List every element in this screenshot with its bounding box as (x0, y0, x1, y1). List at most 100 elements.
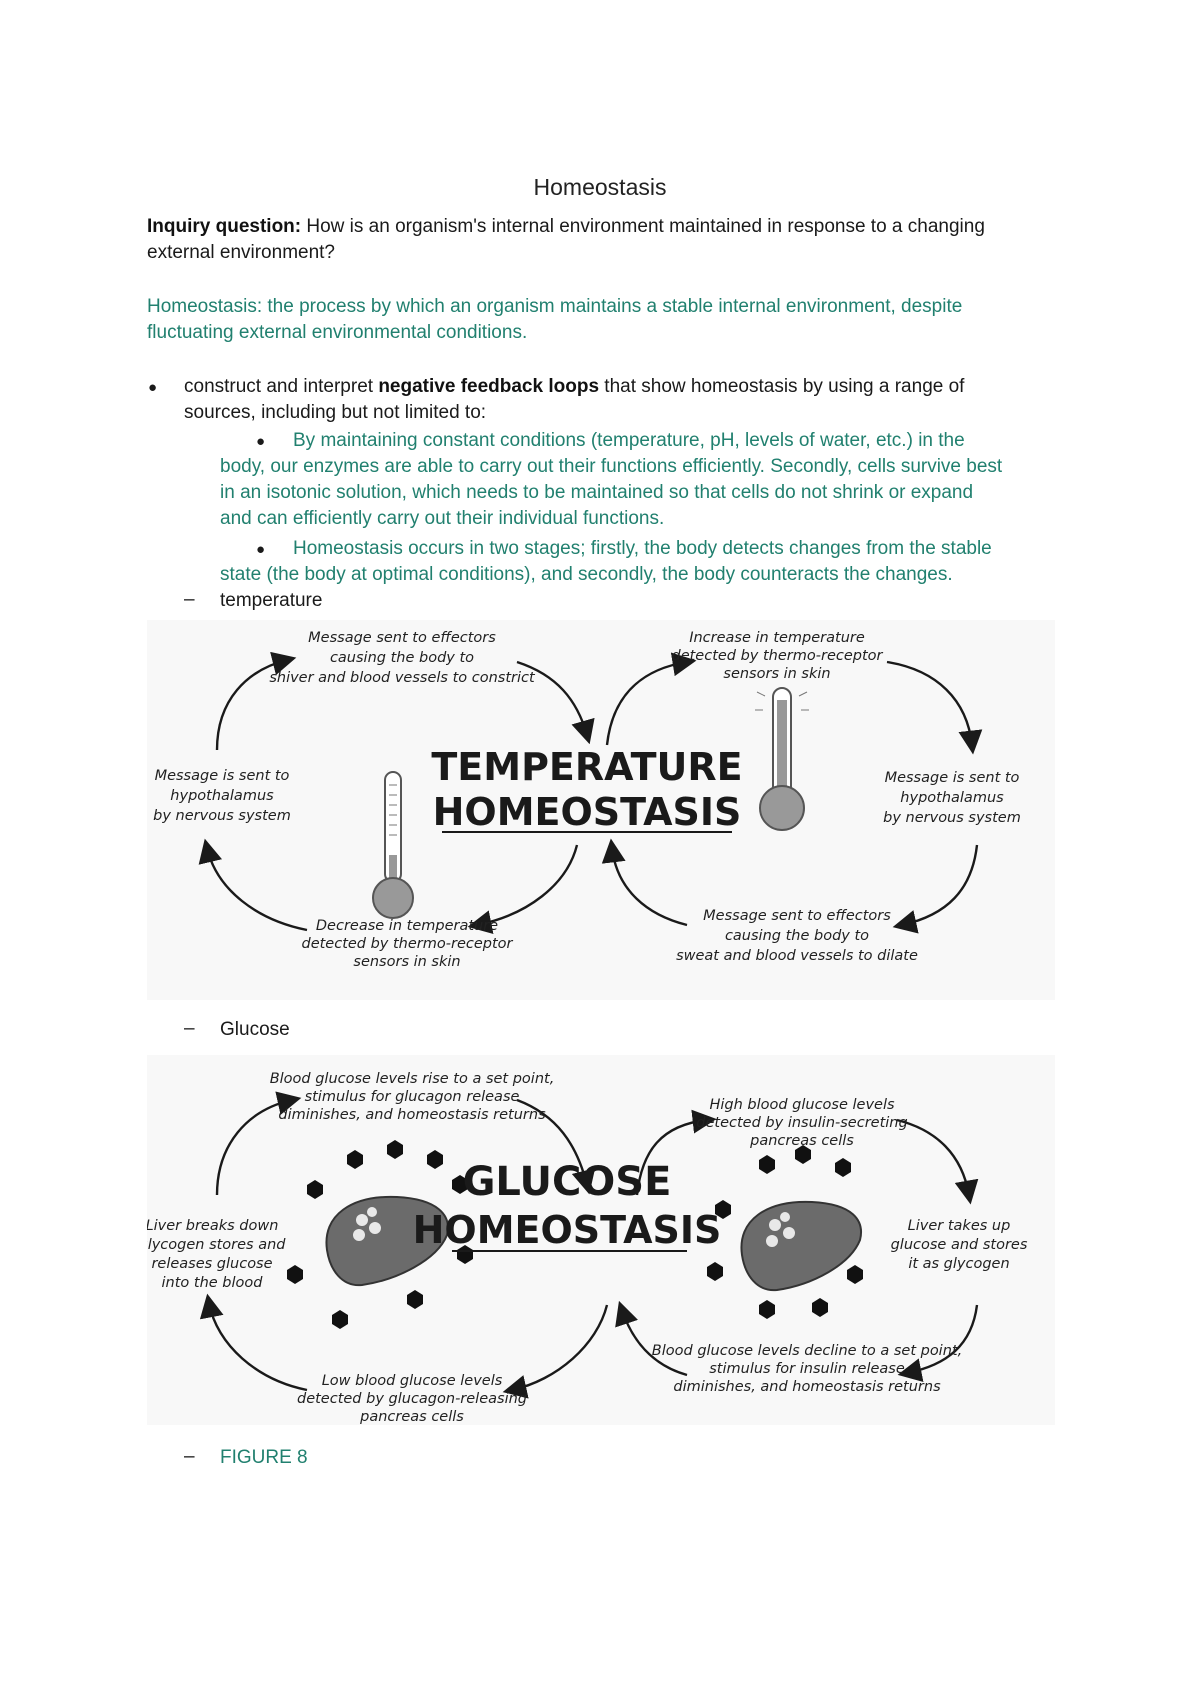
definition-line-2: fluctuating external environmental condi… (147, 322, 528, 343)
label-line: Liver breaks down (147, 1218, 278, 1234)
label-line: it as glycogen (908, 1256, 1009, 1272)
label-line: Blood glucose levels rise to a set point… (270, 1071, 555, 1087)
dash-icon: – (184, 1446, 195, 1467)
bullet-dot-icon: ● (256, 433, 266, 450)
loop-arrow (199, 1293, 308, 1392)
loop-arrow (897, 1304, 979, 1382)
loop-arrow (892, 844, 979, 934)
label-top-right: High blood glucose levels detected by in… (696, 1097, 907, 1149)
label-line: Blood glucose levels decline to a set po… (652, 1343, 962, 1359)
label-line: shiver and blood vessels to constrict (269, 670, 536, 686)
liver-releasing-glucose-icon (287, 1140, 473, 1329)
label-line: hypothalamus (900, 790, 1004, 806)
liver-storing-glucose-icon (707, 1145, 863, 1319)
sub-bullet-1-line-2: body, our enzymes are able to carry out … (220, 456, 1003, 477)
main-bullet-post: that show homeostasis by using a range o… (599, 376, 965, 397)
label-line: Increase in temperature (689, 630, 865, 646)
label-left: Liver breaks down glycogen stores and re… (138, 1218, 286, 1291)
main-bullet-line-1: construct and interpret negative feedbac… (184, 374, 964, 400)
label-line: detected by thermo-receptor (301, 936, 513, 952)
label-right: Message is sent to hypothalamus by nervo… (883, 770, 1021, 826)
loop-arrow (605, 652, 697, 746)
glucose-title-line-2: HOMEOSTASIS (413, 1208, 722, 1252)
temperature-title-line-1: TEMPERATURE (431, 745, 742, 789)
bullet-dot-icon: ● (256, 541, 266, 558)
page-title: Homeostasis (533, 174, 667, 200)
loop-arrow (215, 651, 297, 751)
loop-arrow (635, 1109, 717, 1196)
loop-arrow (516, 1098, 596, 1195)
label-top-left: Message sent to effectors causing the bo… (269, 630, 536, 686)
label-bottom-right: Blood glucose levels decline to a set po… (652, 1343, 962, 1395)
label-line: stimulus for glucagon release (305, 1089, 520, 1105)
glucose-title-line-1: GLUCOSE (463, 1159, 672, 1205)
temperature-title-line-2: HOMEOSTASIS (433, 790, 742, 834)
label-right: Liver takes up glucose and stores it as … (891, 1218, 1028, 1272)
thermometer-hot-icon (755, 687, 809, 831)
label-line: detected by insulin-secreting (696, 1115, 907, 1131)
main-bullet-bold: negative feedback loops (378, 376, 600, 397)
label-line: Low blood glucose levels (322, 1373, 503, 1389)
loop-arrow (467, 844, 579, 934)
label-line: releases glucose (151, 1256, 272, 1272)
label-line: pancreas cells (359, 1409, 464, 1425)
inquiry-question-line-2: external environment? (147, 242, 335, 263)
dash-item-temperature: temperature (220, 590, 323, 611)
dash-icon: – (184, 1018, 195, 1039)
bullet-dot-icon: ● (148, 379, 158, 396)
inquiry-text: How is an organism's internal environmen… (301, 216, 985, 237)
dash-icon: – (184, 589, 195, 610)
label-line: by nervous system (153, 808, 291, 824)
label-line: Message sent to effectors (703, 908, 891, 924)
label-bottom-left: Decrease in temperature detected by ther… (301, 918, 513, 970)
sub-bullet-2-line-1: Homeostasis occurs in two stages; firstl… (293, 538, 992, 559)
label-line: Decrease in temperature (316, 918, 498, 934)
label-line: detected by glucagon-releasing (297, 1391, 527, 1407)
main-bullet-pre: construct and interpret (184, 376, 379, 397)
thermometer-cold-icon (372, 771, 414, 919)
sub-bullet-1-line-1: By maintaining constant conditions (temp… (293, 430, 965, 451)
temperature-diagram-svg: TEMPERATURE HOMEOSTASIS Message sent to … (153, 630, 1021, 970)
loop-arrow (896, 1118, 979, 1205)
label-line: High blood glucose levels (709, 1097, 895, 1113)
label-bottom-left: Low blood glucose levels detected by glu… (297, 1373, 527, 1425)
label-line: into the blood (162, 1275, 264, 1291)
loop-arrow (516, 660, 595, 745)
label-left: Message is sent to hypothalamus by nervo… (153, 768, 291, 824)
sub-bullet-1-line-3: in an isotonic solution, which needs to … (220, 482, 974, 503)
label-line: hypothalamus (170, 788, 274, 804)
label-line: stimulus for insulin release (709, 1361, 905, 1377)
loop-arrow (601, 838, 688, 927)
label-line: glycogen stores and (147, 1237, 286, 1253)
label-line: causing the body to (330, 650, 474, 666)
glucose-diagram-svg: GLUCOSE HOMEOSTASIS Blood glucose levels… (138, 1071, 1028, 1425)
main-bullet-line-2: sources, including but not limited to: (184, 402, 487, 423)
temperature-homeostasis-diagram: TEMPERATURE HOMEOSTASIS Message sent to … (147, 620, 1055, 1000)
dash-item-glucose: Glucose (220, 1019, 290, 1040)
dash-item-figure-8: FIGURE 8 (220, 1447, 308, 1468)
sub-bullet-2-line-2: state (the body at optimal conditions), … (220, 564, 953, 585)
label-line: diminishes, and homeostasis returns (278, 1107, 546, 1123)
inquiry-question-line-1: Inquiry question: How is an organism's i… (147, 214, 985, 240)
label-line: sensors in skin (353, 954, 460, 970)
sub-bullet-1-line-4: and can efficiently carry out their indi… (220, 508, 665, 529)
label-line: Message is sent to (885, 770, 1020, 786)
inquiry-label: Inquiry question: (147, 216, 302, 237)
label-line: Liver takes up (908, 1218, 1011, 1234)
label-line: detected by thermo-receptor (671, 648, 883, 664)
label-line: Message sent to effectors (308, 630, 496, 646)
label-line: by nervous system (883, 810, 1021, 826)
loop-arrow (198, 838, 308, 932)
label-line: sensors in skin (723, 666, 830, 682)
label-line: Message is sent to (155, 768, 290, 784)
label-line: diminishes, and homeostasis returns (673, 1379, 941, 1395)
label-line: pancreas cells (749, 1133, 854, 1149)
loop-arrow (502, 1304, 609, 1399)
glucose-homeostasis-diagram: GLUCOSE HOMEOSTASIS Blood glucose levels… (138, 1055, 1055, 1425)
label-line: causing the body to (725, 928, 869, 944)
loop-arrow (886, 660, 983, 755)
loop-arrow (215, 1091, 302, 1196)
label-line: glucose and stores (891, 1237, 1028, 1253)
label-line: sweat and blood vessels to dilate (676, 948, 918, 964)
